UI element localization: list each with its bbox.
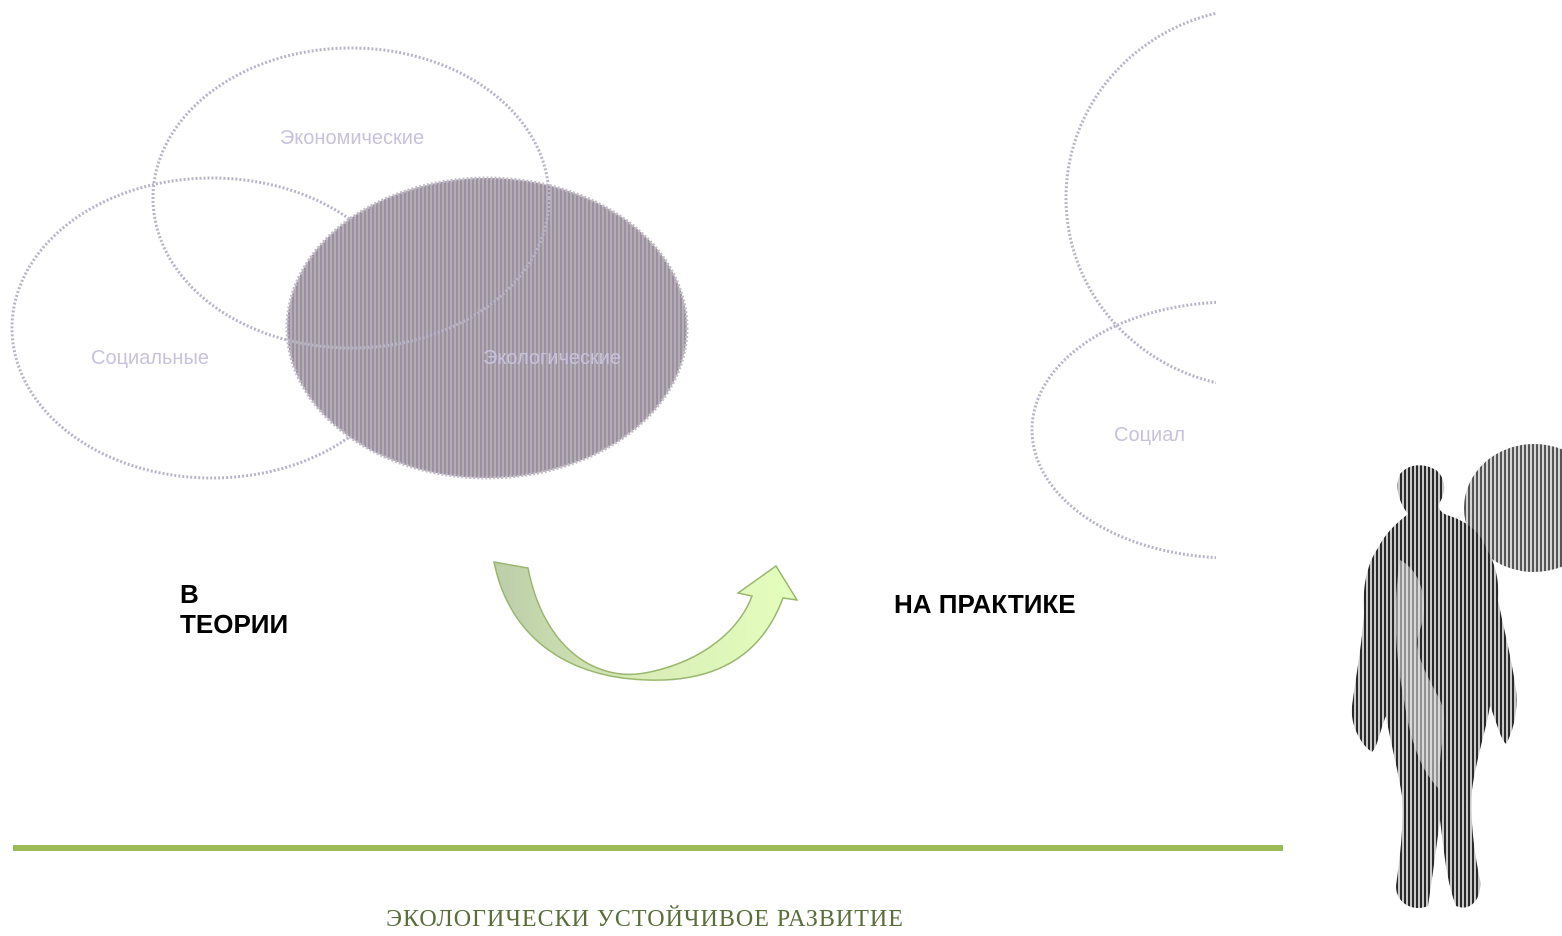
- transition-arrow: [494, 562, 797, 680]
- footer-divider: [13, 845, 1283, 851]
- economic-label: Экономические: [280, 127, 424, 149]
- theory-heading-line1: В: [180, 579, 288, 609]
- theory-heading: В ТЕОРИИ: [180, 579, 288, 639]
- practice-social-ellipse: [1032, 302, 1432, 558]
- theory-heading-line2: ТЕОРИИ: [180, 609, 288, 639]
- practice-economic-ellipse: [1066, 8, 1458, 388]
- practice-social-label: Социал: [1114, 424, 1185, 446]
- practice-heading: НА ПРАКТИКЕ: [894, 589, 1076, 619]
- social-label: Социальные: [91, 347, 209, 369]
- theory-venn-diagram: Экономические Социальные Экологические: [12, 48, 687, 478]
- footer-title: ЭКОЛОГИЧЕСКИ УСТОЙЧИВОЕ РАЗВИТИЕ: [0, 906, 1290, 933]
- practice-venn-diagram: Социал: [1032, 8, 1458, 558]
- ecological-label: Экологические: [483, 347, 621, 369]
- ecological-ellipse: [287, 178, 687, 478]
